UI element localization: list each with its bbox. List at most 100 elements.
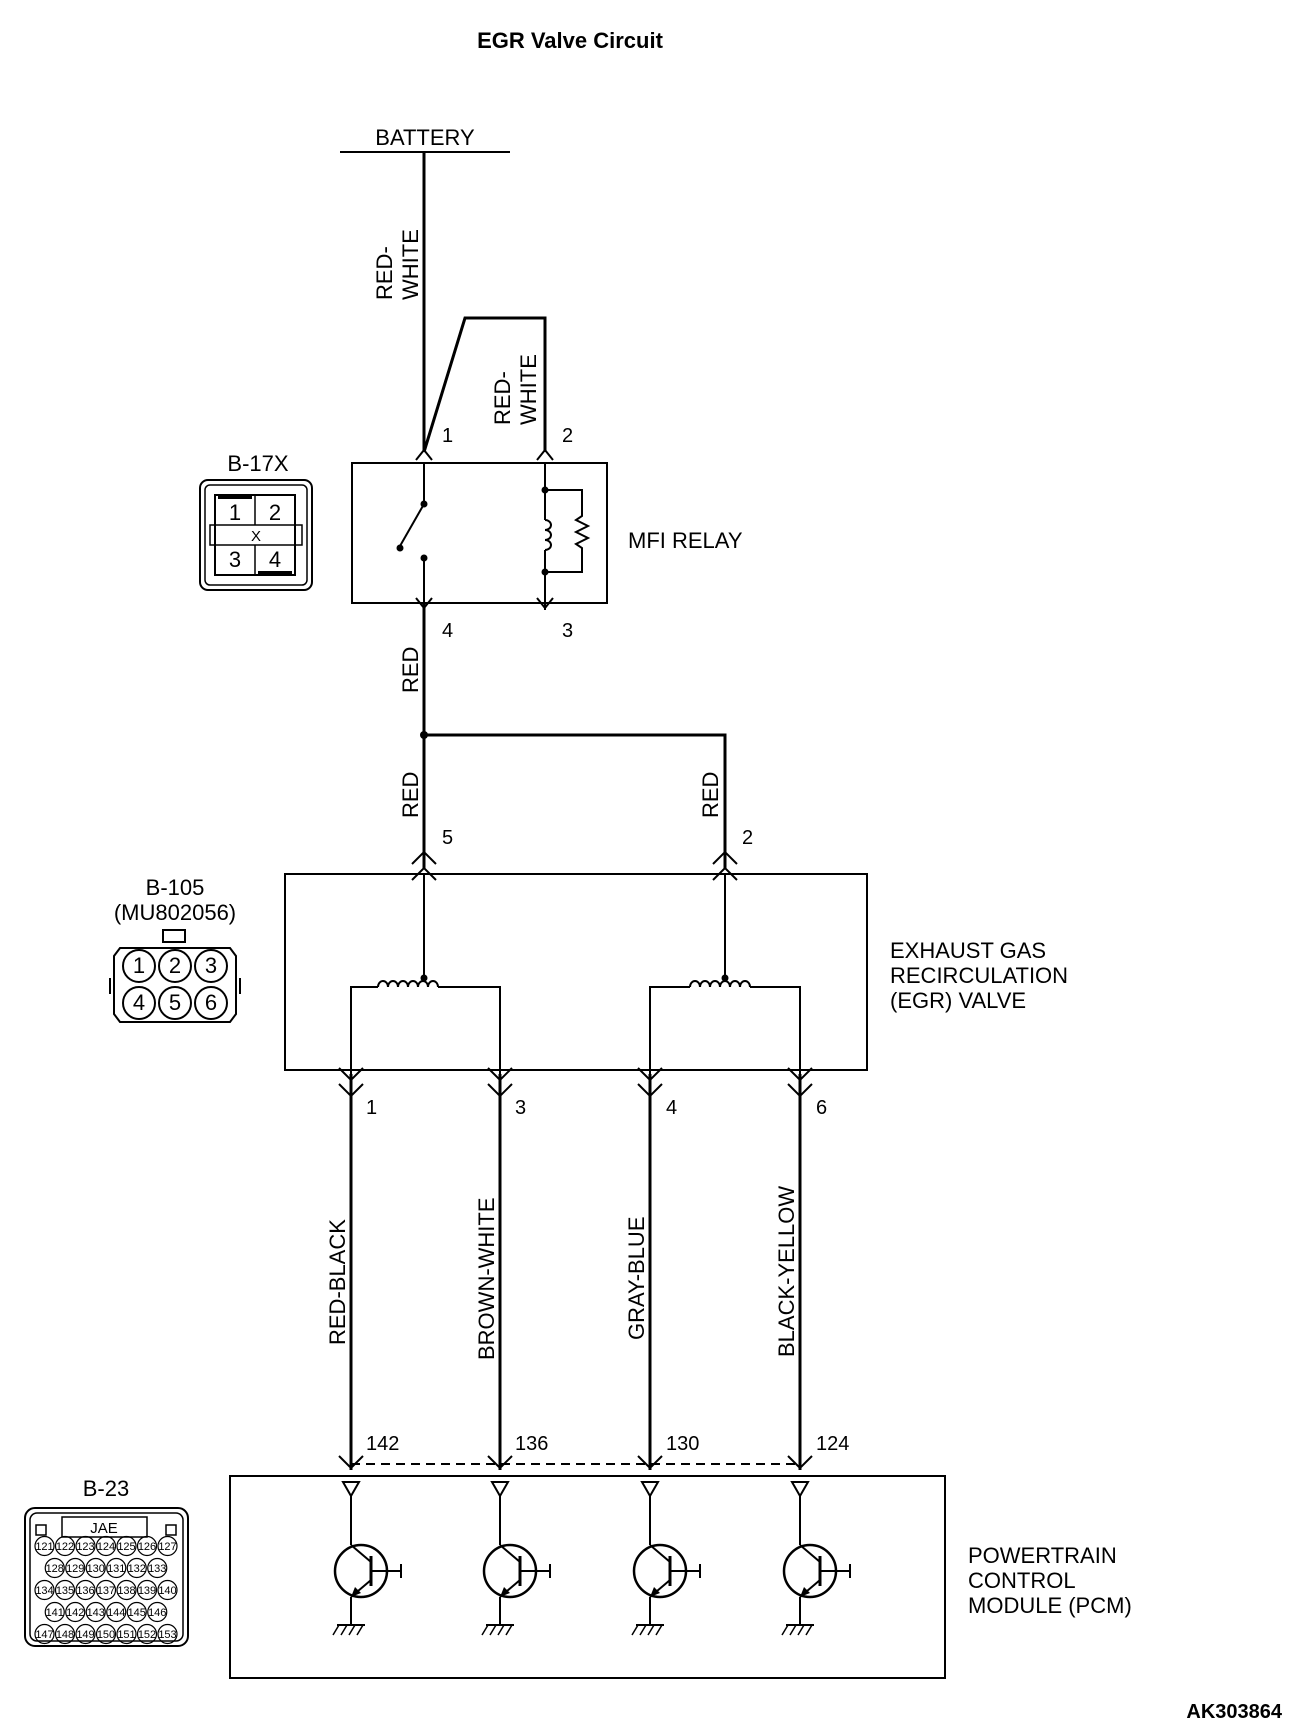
egr-pin-2: 2 bbox=[742, 827, 753, 849]
connector-b23-pin-label: 135 bbox=[56, 1585, 74, 1597]
input-triangle-icon bbox=[790, 1481, 810, 1499]
connector-b23-pin-label: 152 bbox=[138, 1629, 156, 1641]
relay-pin-3: 3 bbox=[562, 620, 573, 642]
connector-b23-pin-label: 148 bbox=[56, 1629, 74, 1641]
wire-label-egr-pin2: RED bbox=[698, 772, 723, 818]
connector-b105-latch bbox=[162, 929, 186, 943]
wire-label-pcm-130: GRAY-BLUE bbox=[624, 1217, 649, 1341]
connector-b105-pin-5 bbox=[158, 986, 192, 1020]
connector-b23-pin-124 bbox=[95, 1535, 117, 1557]
wire-label-coil-feed-1: RED- bbox=[490, 371, 515, 425]
relay-switch-pivot bbox=[396, 544, 404, 552]
egr-coil-a-left bbox=[350, 986, 378, 1074]
connector-b23-pin-135 bbox=[54, 1579, 76, 1601]
connector-b23-pin-label: 126 bbox=[138, 1541, 156, 1553]
mfi-relay-label: MFI RELAY bbox=[628, 528, 743, 553]
ground-hatch bbox=[781, 1624, 789, 1636]
connector-b23-pin-label: 131 bbox=[107, 1563, 125, 1575]
connector-b105-body bbox=[109, 947, 241, 1023]
connector-arrow-egr-2b bbox=[712, 866, 738, 881]
wire-label-pcm-142: RED-BLACK bbox=[325, 1219, 350, 1345]
pcm-label-2: CONTROL bbox=[968, 1568, 1076, 1593]
connector-b23-pin-133 bbox=[147, 1557, 168, 1579]
connector-b23-pin-132 bbox=[126, 1557, 147, 1579]
emitter-arrow-icon bbox=[800, 1587, 810, 1597]
connector-b23-pin-121 bbox=[34, 1535, 55, 1557]
connector-b105-pin-label: 4 bbox=[133, 990, 145, 1015]
connector-b105-label: B-105 bbox=[146, 875, 205, 900]
connector-arrow-relay-2 bbox=[536, 448, 554, 461]
ground-hatch bbox=[356, 1624, 364, 1636]
pcm-pin-124: 124 bbox=[816, 1433, 849, 1455]
connector-b17x-bar bbox=[209, 524, 303, 546]
transistor-collector bbox=[649, 1544, 671, 1563]
wire-label-pcm-124: BLACK-YELLOW bbox=[774, 1186, 799, 1357]
connector-b23-pin-136 bbox=[75, 1579, 96, 1601]
connector-arrow-egr-5a bbox=[411, 850, 437, 865]
connector-b23-pin-label: 149 bbox=[76, 1629, 94, 1641]
ground-hatch bbox=[481, 1624, 489, 1636]
connector-b23-pin-label: 146 bbox=[148, 1607, 166, 1619]
connector-b23-pin-139 bbox=[136, 1579, 158, 1601]
connector-b23-pin-label: 143 bbox=[87, 1607, 105, 1619]
egr-coil-a-right bbox=[438, 986, 501, 1074]
pcm-driver-142 bbox=[332, 1481, 402, 1636]
connector-b23-pin-label: 121 bbox=[35, 1541, 53, 1553]
ground-hatch bbox=[348, 1624, 356, 1636]
wire-label-egr-pin5: RED bbox=[398, 772, 423, 818]
connector-arrow-pcm-142 bbox=[338, 1455, 364, 1470]
transistor-collector bbox=[799, 1544, 821, 1563]
connector-b23-pin-142 bbox=[65, 1601, 86, 1623]
connector-b23-pin-145 bbox=[126, 1601, 147, 1623]
connector-b23-pin-label: 129 bbox=[66, 1563, 84, 1575]
input-triangle-icon bbox=[640, 1481, 660, 1499]
pcm-pin-142: 142 bbox=[366, 1433, 399, 1455]
egr-valve-label-2: RECIRCULATION bbox=[890, 963, 1068, 988]
connector-b23-key-left bbox=[35, 1524, 47, 1536]
ground-hatch bbox=[505, 1624, 513, 1636]
relay-resistor-icon bbox=[545, 489, 591, 573]
ground-hatch bbox=[489, 1624, 497, 1636]
connector-b23-pin-label: 141 bbox=[46, 1607, 64, 1619]
connector-b23-pin-137 bbox=[95, 1579, 117, 1601]
connector-b23-pin-label: 142 bbox=[66, 1607, 84, 1619]
pcm-box bbox=[229, 1475, 946, 1679]
connector-b23-label: B-23 bbox=[83, 1476, 129, 1501]
connector-b17x-pin-3: 3 bbox=[229, 547, 241, 572]
diagram-title: EGR Valve Circuit bbox=[477, 28, 664, 53]
connector-b23-pin-label: 122 bbox=[56, 1541, 74, 1553]
connector-arrow-egr-5b bbox=[411, 866, 437, 881]
connector-b23-pin-128 bbox=[44, 1557, 65, 1579]
connector-b17x-x: X bbox=[251, 528, 261, 545]
egr-coil-b-right bbox=[750, 986, 801, 1074]
egr-pin-1: 1 bbox=[366, 1097, 377, 1119]
wire-egr-pin2 bbox=[424, 733, 727, 868]
figure-code: AK303864 bbox=[1186, 1701, 1283, 1723]
ground-hatch bbox=[655, 1624, 663, 1636]
connector-b23-pin-label: 145 bbox=[128, 1607, 146, 1619]
connector-arrow-pcm-124 bbox=[787, 1455, 813, 1470]
egr-coil-b-node bbox=[721, 974, 729, 982]
connector-b105-pin-4 bbox=[122, 986, 156, 1020]
relay-pin-4: 4 bbox=[442, 620, 453, 642]
relay-switch-blade bbox=[399, 503, 425, 547]
pcm-driver-124 bbox=[781, 1481, 851, 1636]
mfi-relay-box bbox=[351, 462, 608, 604]
connector-b17x-pin-1: 1 bbox=[229, 500, 241, 525]
battery-label: BATTERY bbox=[375, 125, 475, 150]
connector-b105-pin-3 bbox=[194, 949, 228, 983]
connector-b23-pin-131 bbox=[106, 1557, 127, 1579]
emitter-arrow-icon bbox=[351, 1587, 361, 1597]
connector-b23-pin-127 bbox=[157, 1535, 178, 1557]
connector-b105-pin-1 bbox=[122, 949, 156, 983]
connector-b17x: B-17X 1 2 X 3 4 bbox=[199, 451, 313, 591]
connector-b105-pin-6 bbox=[194, 986, 228, 1020]
connector-b23-pin-138 bbox=[116, 1579, 137, 1601]
connector-b17x-pin-2: 2 bbox=[269, 500, 281, 525]
ground-hatch bbox=[332, 1624, 340, 1636]
egr-pin-5: 5 bbox=[442, 827, 453, 849]
egr-valve-label-1: EXHAUST GAS bbox=[890, 938, 1046, 963]
